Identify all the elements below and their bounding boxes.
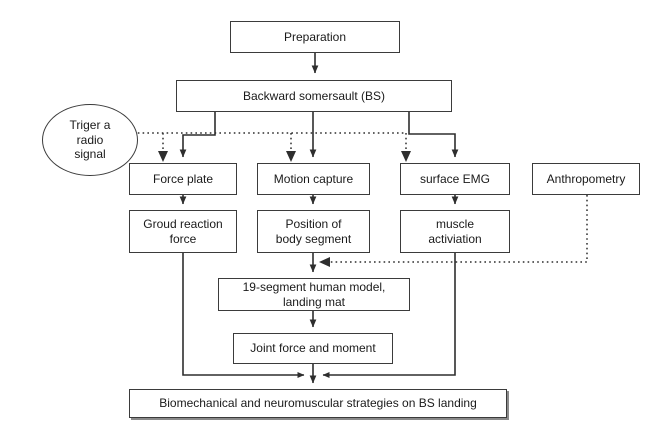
node-ground-reaction-force-label: Groud reaction force [143, 217, 223, 246]
node-anthropometry[interactable]: Anthropometry [532, 163, 640, 195]
node-position-of-body-segment-label: Position of body segment [275, 217, 352, 246]
node-human-model[interactable]: 19-segment human model, landing mat [218, 278, 410, 311]
node-trigger-radio-signal-label: Triger a radio signal [69, 118, 111, 162]
arrowhead-anthropometry-human-model [319, 257, 330, 267]
node-conclusion[interactable]: Biomechanical and neuromuscular strategi… [129, 389, 507, 418]
edge-bs-to-force-plate [179, 112, 216, 158]
node-trigger-radio-signal[interactable]: Triger a radio signal [42, 104, 138, 176]
node-ground-reaction-force[interactable]: Groud reaction force [129, 210, 237, 253]
arrowhead-trigger-surface-emg [401, 151, 411, 162]
node-human-model-label: 19-segment human model, landing mat [242, 280, 386, 309]
node-surface-emg[interactable]: surface EMG [400, 163, 510, 195]
edge-bs-to-surface-emg [408, 112, 459, 158]
node-backward-somersault[interactable]: Backward somersault (BS) [176, 80, 452, 112]
edge-ground-reaction-to-conclusion [182, 253, 305, 378]
node-muscle-activation[interactable]: muscle activiation [400, 210, 510, 253]
edge-muscle-activation-to-conclusion [322, 253, 456, 378]
node-motion-capture[interactable]: Motion capture [257, 163, 370, 195]
arrowhead-trigger-force-plate [158, 151, 168, 162]
node-joint-force-and-moment[interactable]: Joint force and moment [233, 333, 393, 364]
node-joint-force-and-moment-label: Joint force and moment [250, 341, 376, 356]
node-position-of-body-segment[interactable]: Position of body segment [257, 210, 370, 253]
node-force-plate[interactable]: Force plate [129, 163, 237, 195]
node-force-plate-label: Force plate [152, 171, 214, 186]
arrowhead-trigger-motion-capture [286, 151, 296, 162]
node-motion-capture-label: Motion capture [273, 171, 354, 186]
node-surface-emg-label: surface EMG [419, 171, 491, 186]
node-preparation-label: Preparation [283, 29, 347, 44]
node-anthropometry-label: Anthropometry [546, 171, 626, 186]
node-backward-somersault-label: Backward somersault (BS) [242, 88, 386, 103]
node-preparation[interactable]: Preparation [230, 21, 400, 53]
node-muscle-activation-label: muscle activiation [428, 217, 482, 246]
node-conclusion-label: Biomechanical and neuromuscular strategi… [159, 396, 477, 411]
